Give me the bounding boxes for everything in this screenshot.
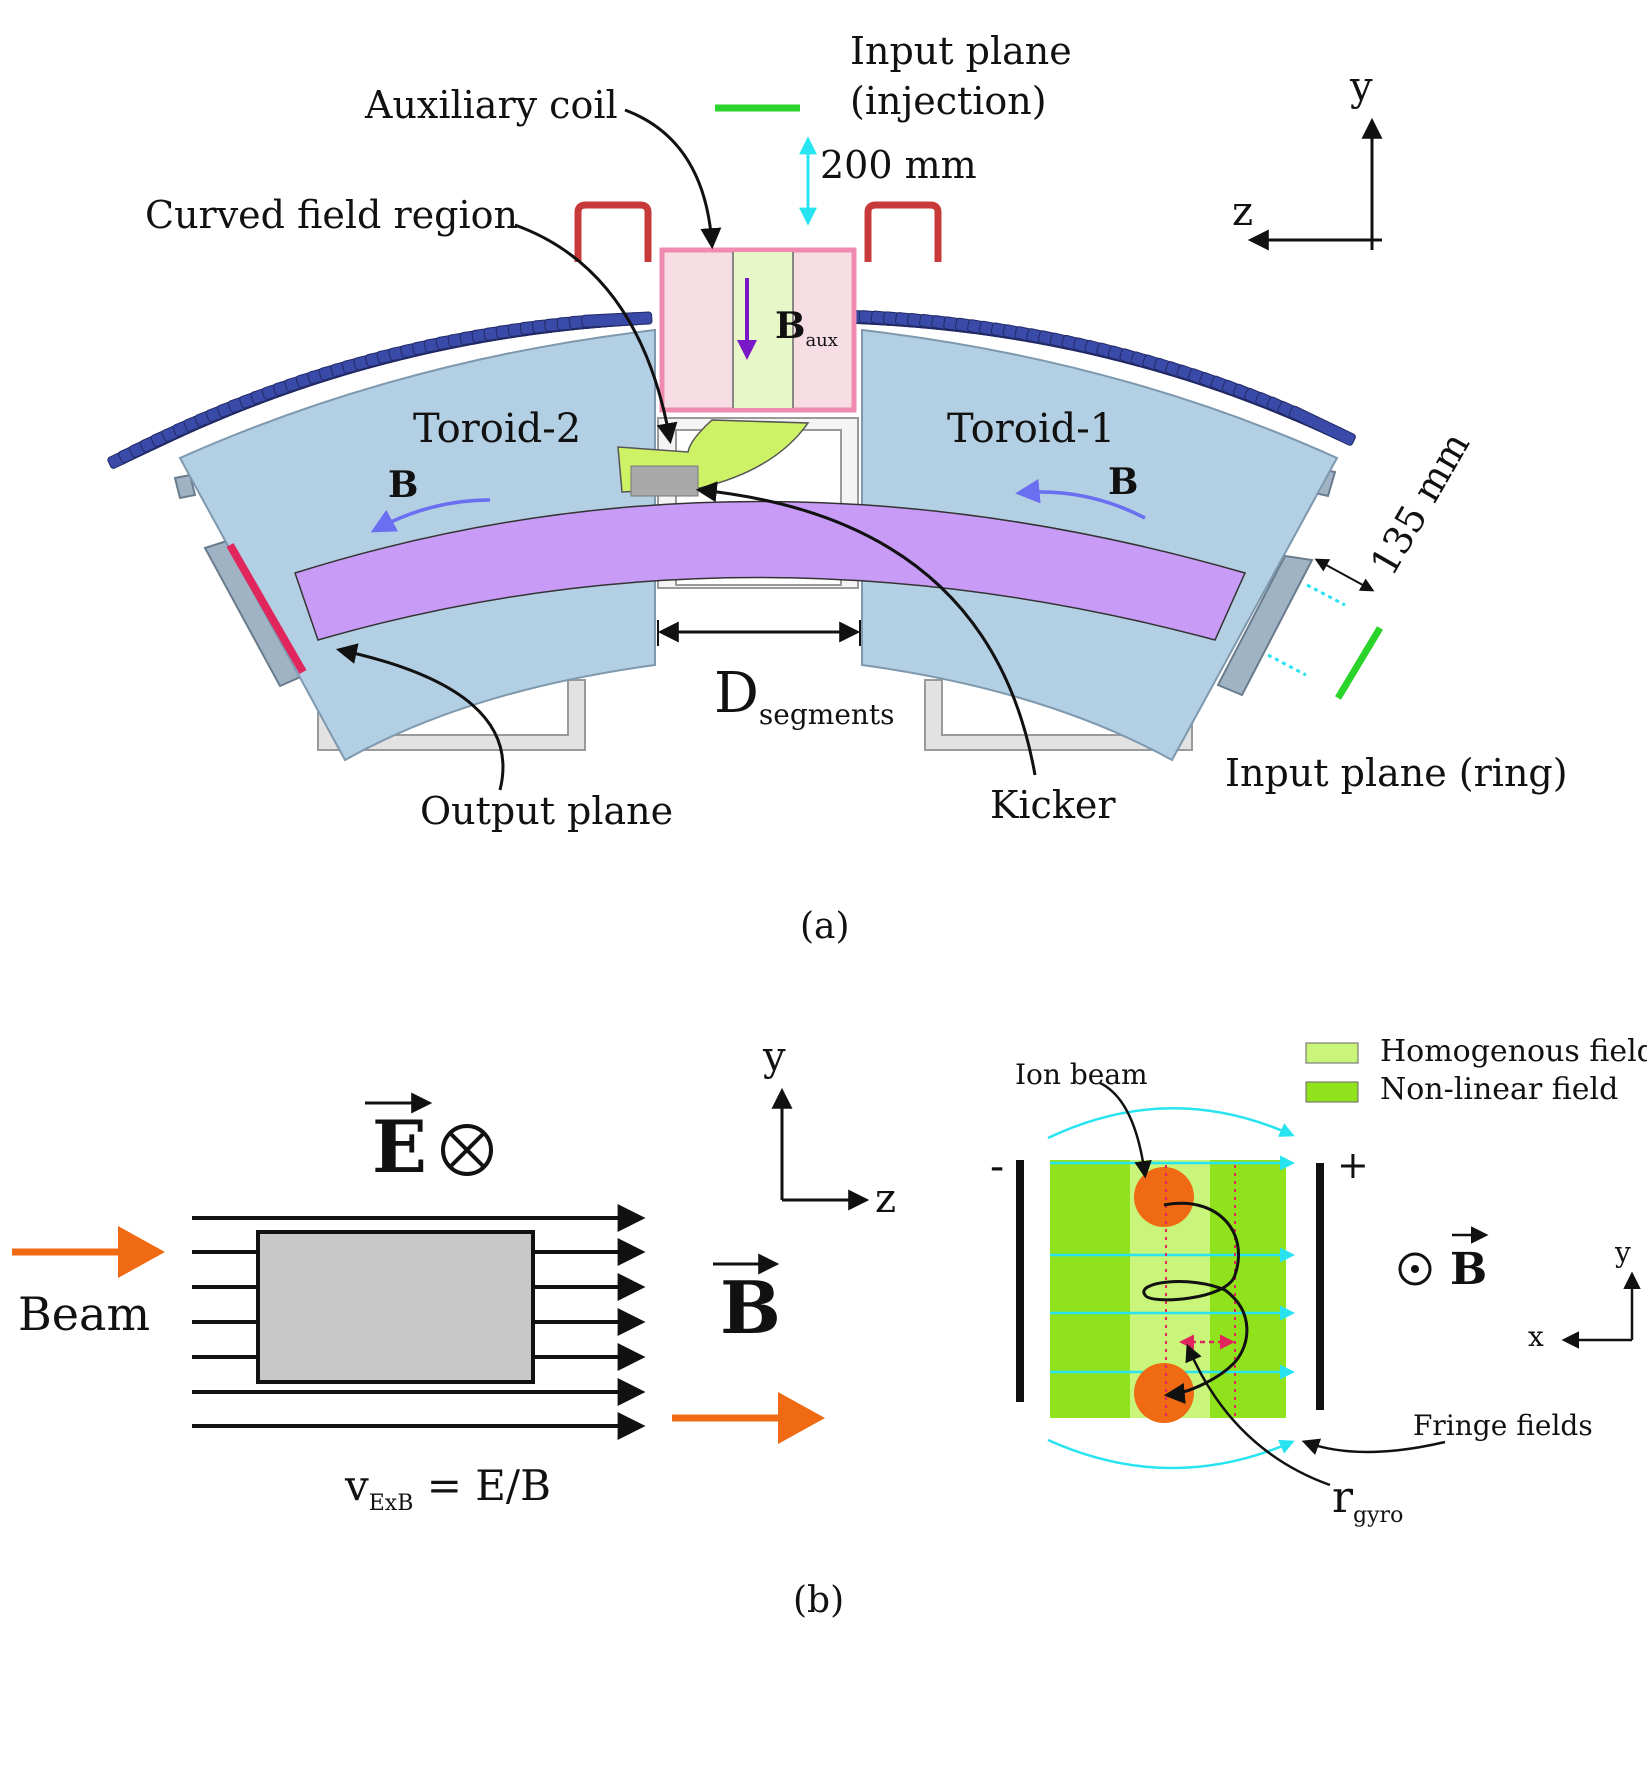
ion-beam-top <box>1134 1167 1194 1227</box>
label-minus: - <box>990 1141 1004 1190</box>
pointer-auxiliary-coil <box>624 108 722 250</box>
label-kicker: Kicker <box>990 783 1116 827</box>
label-auxiliary-coil: Auxiliary coil <box>364 83 618 127</box>
panel-b-left: E B Beam vExB = E/B y z <box>12 1034 896 1516</box>
beam-arrow-out-head <box>778 1392 825 1444</box>
label-input-plane-ring: Input plane (ring) <box>1225 751 1568 795</box>
label-b-aux: Baux <box>775 305 838 351</box>
pointer-output-plane <box>335 643 505 791</box>
cyan-dots-lower <box>1267 653 1307 677</box>
coil-windings-toroid-1 <box>809 308 1356 446</box>
coil-windings-toroid-2 <box>107 311 653 469</box>
nonlinear-field-region-left <box>1050 1160 1130 1418</box>
label-axis-y-a: y <box>1349 64 1373 110</box>
distance-135-arrow <box>1314 558 1375 592</box>
output-plane-marker <box>226 543 307 674</box>
fringe-arc-top <box>1047 1107 1295 1140</box>
label-b-left: B <box>388 464 418 506</box>
legend: Homogenous field Non-linear field <box>1305 1034 1647 1107</box>
gyration-trajectory <box>1142 1201 1249 1404</box>
lift-handle-left <box>574 201 652 262</box>
lift-handle-right <box>864 201 942 262</box>
label-axis-y-b: y <box>762 1034 786 1080</box>
coil-winding <box>581 311 653 328</box>
label-distance-200: 200 mm <box>820 143 977 187</box>
label-input-plane-injection-2: (injection) <box>850 79 1047 123</box>
label-beam: Beam <box>18 1287 150 1341</box>
label-input-plane-injection-1: Input plane <box>850 29 1072 73</box>
auxiliary-coil-box <box>659 247 857 413</box>
axes-b-right <box>1561 1271 1641 1349</box>
pointer-kicker <box>695 481 1037 776</box>
label-toroid-1: Toroid-1 <box>947 406 1115 452</box>
label-plus: + <box>1337 1143 1369 1187</box>
coil-winding <box>1288 405 1356 446</box>
label-axis-z-b: z <box>875 1176 896 1222</box>
axes-b-left <box>771 1087 870 1211</box>
beam-band <box>294 500 1247 641</box>
into-page-icon <box>441 1124 493 1176</box>
label-axis-y-b2: y <box>1614 1236 1631 1269</box>
caption-b: (b) <box>793 1580 844 1621</box>
pointer-fringe-fields <box>1301 1438 1446 1456</box>
pointer-curved-field <box>514 223 678 445</box>
label-fringe-fields: Fringe fields <box>1413 1409 1593 1442</box>
panel-a: Auxiliary coil Input plane (injection) 2… <box>107 29 1568 947</box>
field-arrow-right <box>1015 479 1146 520</box>
input-plane-ring-marker <box>1334 626 1384 700</box>
pointer-r-gyro <box>1185 1343 1331 1487</box>
label-output-plane: Output plane <box>420 789 673 833</box>
field-arrow-left <box>370 498 491 533</box>
label-e-field: E <box>372 1104 427 1189</box>
label-d-segments: Dsegments <box>714 661 895 731</box>
pointer-ion-beam <box>1099 1081 1152 1179</box>
legend-swatch-nonlinear <box>1305 1081 1359 1103</box>
fringe-arc-bottom <box>1047 1438 1295 1470</box>
axes-a <box>1247 117 1383 251</box>
electrode-block <box>256 1230 535 1384</box>
caption-a: (a) <box>800 906 850 947</box>
label-r-gyro: rgyro <box>1332 1472 1403 1528</box>
label-ion-beam: Ion beam <box>1015 1058 1148 1091</box>
label-velocity: vExB = E/B <box>344 1461 551 1516</box>
label-distance-135: 135 mm <box>1362 425 1478 583</box>
label-b-out: B <box>1450 1244 1487 1295</box>
out-of-page-icon <box>1398 1252 1432 1286</box>
label-toroid-2: Toroid-2 <box>413 406 581 452</box>
label-axis-x-b2: x <box>1528 1320 1544 1353</box>
legend-label-nonlinear: Non-linear field <box>1380 1072 1618 1107</box>
legend-swatch-homogenous <box>1305 1042 1359 1064</box>
label-axis-z-a: z <box>1232 189 1253 235</box>
label-b-right: B <box>1108 461 1138 503</box>
legend-label-homogenous: Homogenous field <box>1380 1034 1647 1069</box>
label-b-field: B <box>720 1265 781 1350</box>
cyan-dots-upper <box>1306 583 1346 607</box>
beam-arrow-in-head <box>118 1226 165 1278</box>
label-curved-field-region: Curved field region <box>145 193 518 237</box>
panel-b-right: - + B Homogenous field Non-linear field … <box>793 1034 1647 1621</box>
kicker-block <box>630 465 699 497</box>
